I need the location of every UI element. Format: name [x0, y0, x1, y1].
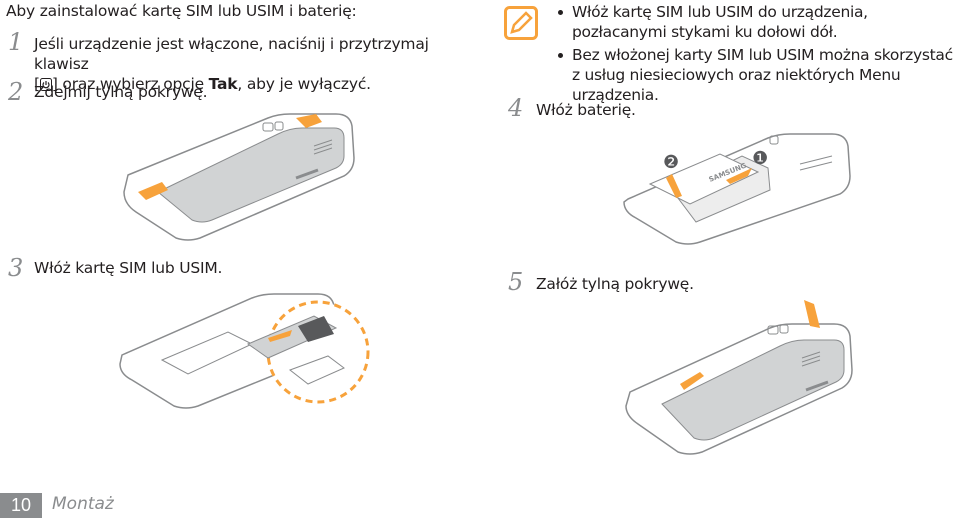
step-2-text: Zdejmij tylną pokrywę.	[34, 83, 208, 101]
note-pencil-icon	[504, 6, 538, 40]
notes-list: Włóż kartę SIM lub USIM do urządzenia, p…	[556, 2, 958, 108]
power-key-icon	[39, 78, 52, 91]
illustration-insert-sim	[118, 280, 383, 420]
step-1-line2: [] oraz wybierz opcję Tak, aby je wyłącz…	[34, 75, 371, 93]
page-number: 10	[0, 493, 42, 518]
step-2-number: 2	[8, 78, 24, 106]
illustration-insert-battery: SAMSUNG ❷ ❶	[620, 124, 860, 249]
illustration-remove-cover	[118, 100, 363, 245]
step-4-number: 4	[508, 94, 524, 122]
step-4-text: Włóż baterię.	[536, 101, 636, 119]
step-5-number: 5	[508, 268, 524, 296]
step-1-line1: Jeśli urządzenie jest włączone, naciśnij…	[34, 35, 429, 73]
step-1-text: Jeśli urządzenie jest włączone, naciśnij…	[34, 34, 474, 94]
intro-text: Aby zainstalować kartę SIM lub USIM i ba…	[6, 2, 357, 20]
note-item: Bez włożonej karty SIM lub USIM można sk…	[556, 45, 958, 105]
marker-2: ❷	[663, 152, 679, 173]
step-3-text: Włóż kartę SIM lub USIM.	[34, 259, 223, 277]
illustration-attach-cover	[622, 300, 862, 470]
step-3-number: 3	[8, 254, 24, 282]
marker-1: ❶	[752, 148, 768, 169]
step-1-number: 1	[8, 28, 24, 56]
section-label: Montaż	[52, 494, 114, 514]
note-item: Włóż kartę SIM lub USIM do urządzenia, p…	[556, 2, 958, 42]
step-5-text: Załóż tylną pokrywę.	[536, 275, 694, 293]
